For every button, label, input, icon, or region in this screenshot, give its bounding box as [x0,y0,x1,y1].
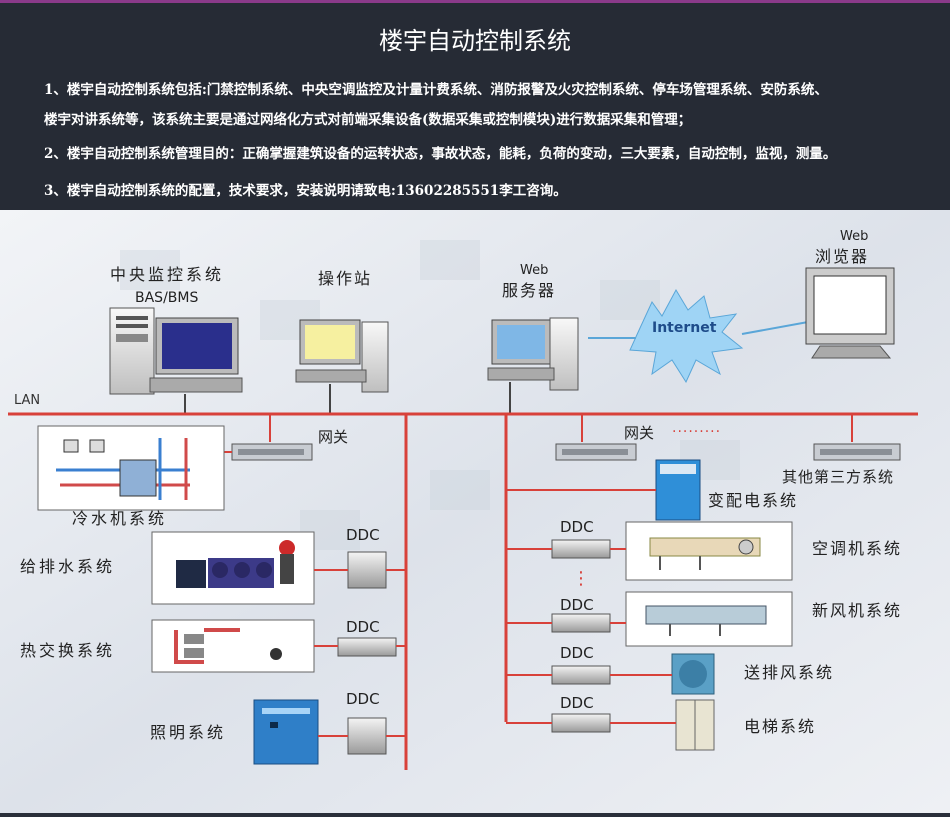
substation-label: 变配电系统 [708,491,798,510]
header-panel: 楼宇自动控制系统 1、楼宇自动控制系统包括:门禁控制系统、中央空调监控及计量计费… [0,0,950,210]
third-party-label: 其他第三方系统 [782,468,894,486]
web-server-label-1: Web [520,263,548,278]
ddc-elevator-label: DDC [560,694,594,712]
internet-label: Internet [652,320,717,336]
paragraph-1-line-2: 楼宇对讲系统等，该系统主要是通过网络化方式对前端采集设备(数据采集或控制模块)进… [44,112,692,128]
chiller-system-box [37,425,225,511]
gateway-left-label: 网关 [318,428,348,446]
fresh-air-label: 新风机系统 [812,601,902,620]
ddc-fresh-air-controller-icon [551,613,611,633]
diagram-background [0,210,950,813]
web-browser-computer-icon [805,267,895,359]
elevator-label: 电梯系统 [744,717,816,736]
ddc-water-label: DDC [346,526,380,544]
ddc-lighting-controller-icon [347,717,387,755]
ddc-vertical-dots: ⋮ [572,568,590,589]
ddc-elevator-controller-icon [551,713,611,733]
water-supply-label: 给排水系统 [20,557,115,576]
lighting-label: 照明系统 [150,723,226,742]
ddc-ac-controller-icon [551,539,611,559]
water-supply-system-box [151,531,315,605]
gateway-right-device-icon [555,443,637,461]
page-title: 楼宇自动控制系统 [379,27,571,55]
description-paragraph-3: 3、楼宇自动控制系统的配置，技术要求，安装说明请致电:13602285551李工… [44,183,567,199]
paragraph-1-line-1: 1、楼宇自动控制系统包括:门禁控制系统、中央空调监控及计量计费系统、消防报警及火… [44,82,828,98]
ddc-ventilation-label: DDC [560,644,594,662]
description-paragraph-2: 2、楼宇自动控制系统管理目的：正确掌握建筑设备的运转状态，事故状态，能耗，负荷的… [44,146,837,162]
third-party-device-icon [813,443,901,461]
heat-exchange-system-box [151,619,315,673]
central-monitoring-computer-icon [109,307,243,414]
operator-station-label: 操作站 [318,269,372,288]
ddc-fresh-air-label: DDC [560,596,594,614]
web-server-computer-icon [487,317,579,414]
ac-unit-box [625,521,793,581]
system-diagram: 中央监控系统 BAS/BMS 操作站 Web 服务器 Internet Web … [0,210,950,813]
heat-exchange-label: 热交换系统 [20,641,115,660]
gateway-right-label: 网关 [624,424,654,442]
ddc-heat-label: DDC [346,618,380,636]
ddc-heat-controller-icon [337,637,397,657]
central-monitoring-label-2: BAS/BMS [135,290,198,306]
ddc-water-controller-icon [347,551,387,589]
ddc-ac-label: DDC [560,518,594,536]
web-browser-label-1: Web [840,229,868,244]
lan-label: LAN [14,393,40,408]
lighting-system-box [253,699,319,765]
ventilation-fan-icon [671,653,715,695]
ventilation-label: 送排风系统 [744,663,834,682]
ddc-lighting-label: DDC [346,690,380,708]
fresh-air-unit-box [625,591,793,647]
internet-cloud-icon [588,288,809,384]
web-server-label-2: 服务器 [502,281,556,300]
gateway-dots: ········· [672,424,721,440]
chiller-label: 冷水机系统 [72,509,167,528]
description-paragraph-1: 1、楼宇自动控制系统包括:门禁控制系统、中央空调监控及计量计费系统、消防报警及火… [44,75,934,135]
central-monitoring-label-1: 中央监控系统 [110,265,224,284]
web-browser-label-2: 浏览器 [815,247,869,266]
ddc-ventilation-controller-icon [551,665,611,685]
operator-station-computer-icon [295,319,389,414]
elevator-icon [675,699,715,751]
substation-cabinet-icon [655,459,701,521]
ac-label: 空调机系统 [812,539,902,558]
gateway-left-device-icon [231,443,313,461]
